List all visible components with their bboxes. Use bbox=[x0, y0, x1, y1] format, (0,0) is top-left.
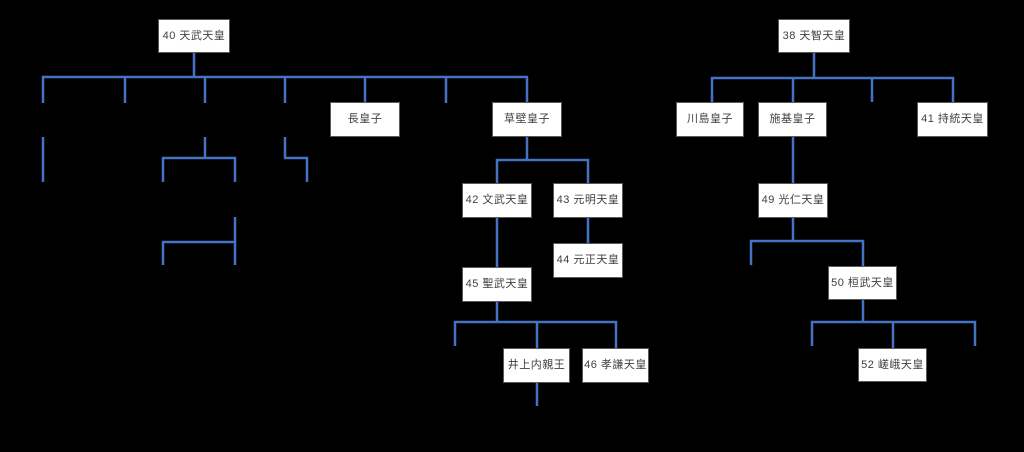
tree-node-emperor-45-shomu: 45 聖武天皇 bbox=[462, 267, 532, 302]
tree-node-emperor-40-temmu: 40 天武天皇 bbox=[158, 19, 230, 53]
tree-node-emperor-44-gensho: 44 元正天皇 bbox=[553, 243, 623, 278]
tree-node-emperor-46-koken: 46 孝謙天皇 bbox=[582, 348, 649, 383]
tree-node-prince-naga: 長皇子 bbox=[330, 102, 400, 137]
connector-line bbox=[453, 320, 618, 348]
tree-node-prince-kusakabe: 草壁皇子 bbox=[492, 102, 562, 137]
tree-node-emperor-52-saga: 52 嵯峨天皇 bbox=[858, 348, 927, 382]
connector-line bbox=[749, 239, 865, 266]
connector-line bbox=[41, 75, 528, 103]
tree-node-emperor-43-gemmei: 43 元明天皇 bbox=[553, 183, 623, 218]
tree-node-prince-shiki: 施基皇子 bbox=[758, 102, 827, 137]
tree-node-emperor-42-mommu: 42 文武天皇 bbox=[462, 183, 532, 218]
tree-node-emperor-50-kammu: 50 桓武天皇 bbox=[828, 266, 897, 300]
tree-node-emperor-38-tenji: 38 天智天皇 bbox=[778, 19, 850, 53]
connector-line bbox=[283, 137, 309, 182]
tree-node-emperor-49-konin: 49 光仁天皇 bbox=[758, 183, 828, 218]
tree-node-prince-kawashima: 川島皇子 bbox=[676, 102, 744, 137]
connector-line bbox=[161, 156, 237, 182]
connector-line bbox=[710, 76, 955, 102]
tree-node-emperor-41-jito: 41 持統天皇 bbox=[917, 102, 988, 137]
connector-line bbox=[495, 158, 590, 183]
tree-node-princess-inoue: 井上内親王 bbox=[503, 348, 570, 383]
connector-line bbox=[161, 240, 237, 265]
